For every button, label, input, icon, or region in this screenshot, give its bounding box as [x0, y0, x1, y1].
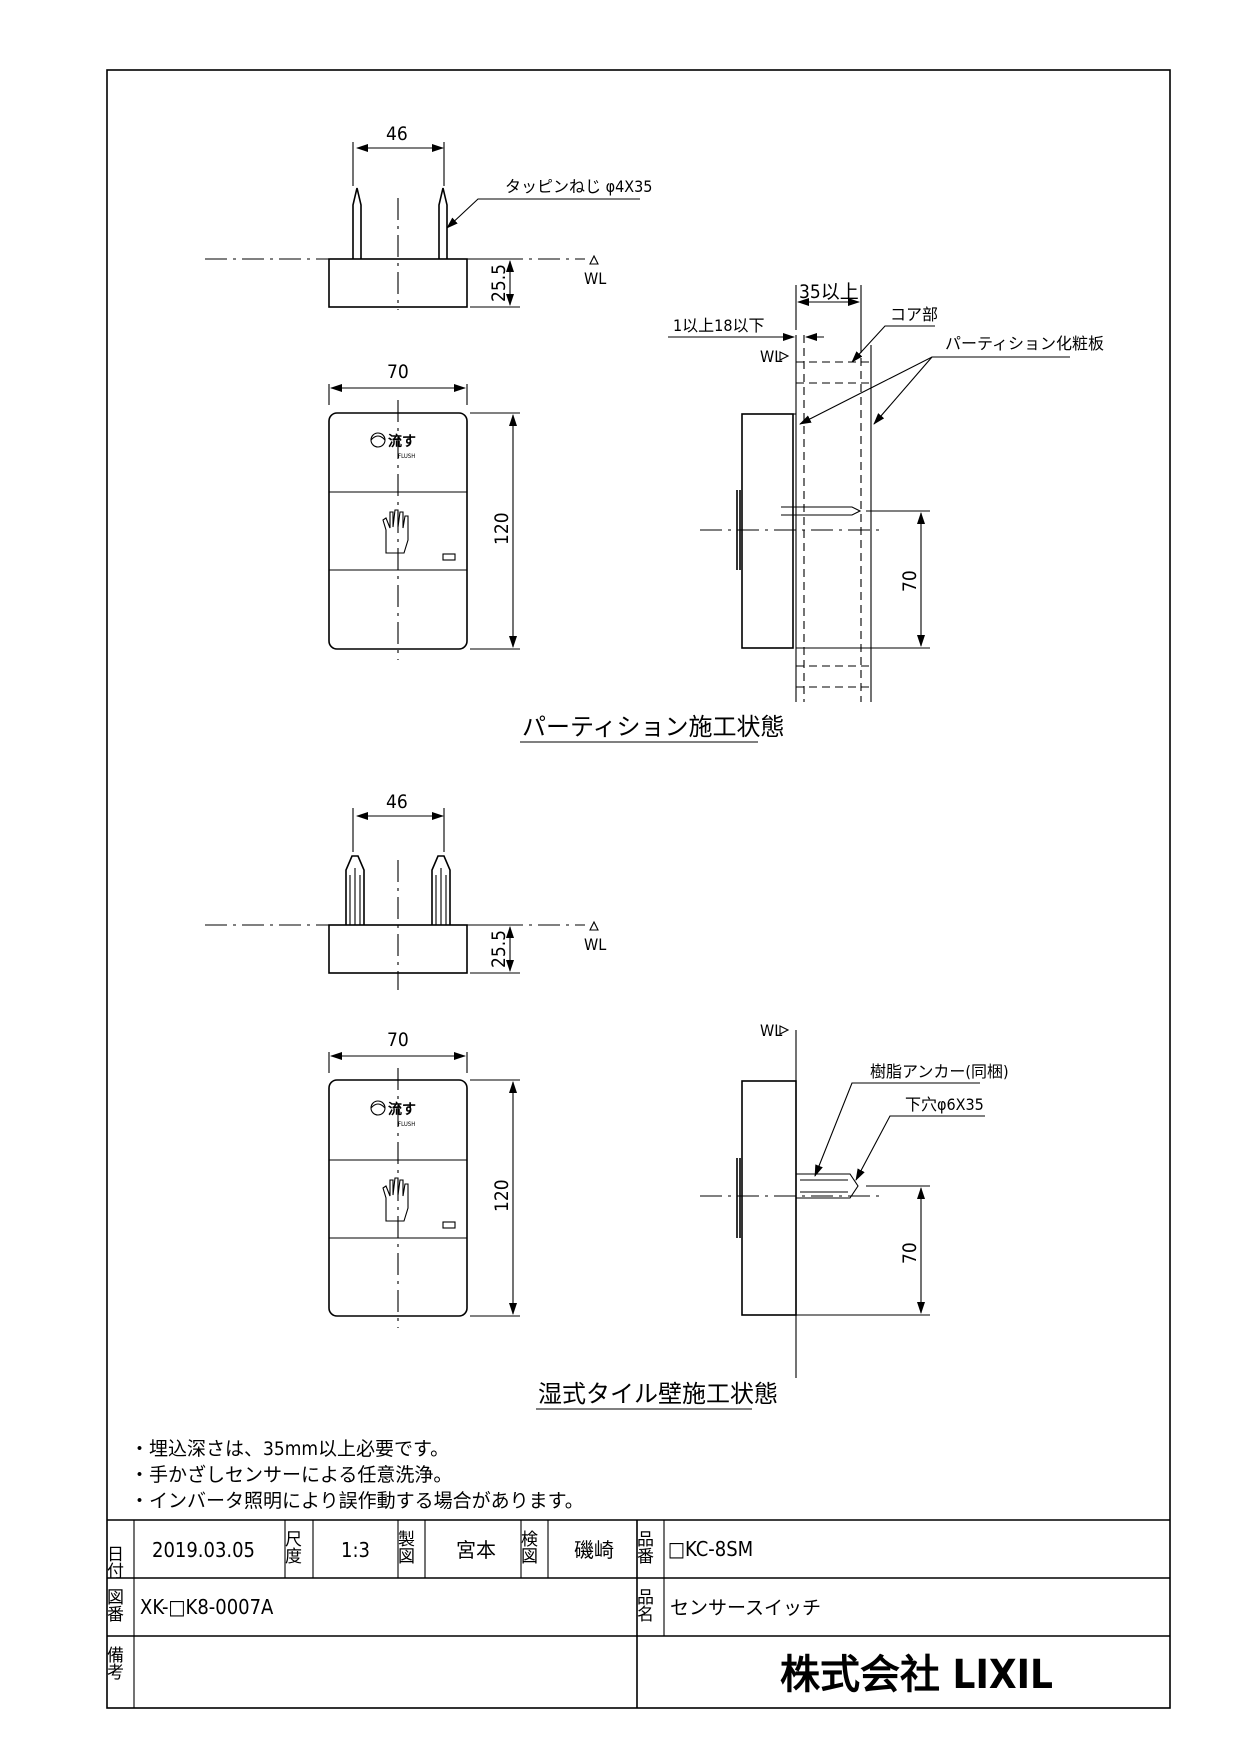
date-value: 2019.03.05 — [152, 1538, 255, 1562]
dim-height-tile: 120 — [491, 1179, 513, 1212]
scale-value: 1:3 — [341, 1538, 370, 1562]
hand-sensor-icon — [382, 509, 409, 554]
dim-screw-spacing-tile: 46 — [386, 791, 408, 813]
dim-screw-spacing-partition: 46 — [386, 123, 408, 145]
dim-width-tile: 70 — [387, 1029, 409, 1051]
dim-width-partition: 70 — [387, 361, 409, 383]
tile-section-view: WL 樹脂アンカー(同梱) 下穴φ6X35 70 — [700, 1021, 1009, 1378]
drawing-frame — [106, 69, 1171, 1709]
drawn-label: 製図 — [394, 1530, 415, 1564]
wl-mark-tile-section: WL — [760, 1021, 782, 1040]
part-name-label: 品名 — [633, 1588, 654, 1622]
flush-sublabel-tile: FLUSH — [398, 1121, 415, 1128]
drawing-no-value: XK-□K8-0007A — [140, 1595, 274, 1619]
flush-label-tile: 流す — [388, 1101, 416, 1118]
dim-center-partition: 70 — [899, 570, 921, 592]
anchor-label: 樹脂アンカー(同梱) — [870, 1062, 1009, 1081]
wl-mark-partition-section: WL — [760, 347, 782, 366]
dim-embed-depth: 35以上 — [799, 281, 859, 303]
part-no-label: 品番 — [633, 1530, 654, 1564]
partition-plan-view: 46 タッピンねじ φ4X35 25.5 WL — [205, 123, 652, 310]
flush-swirl-icon — [370, 432, 386, 448]
part-no-value: □KC-8SM — [668, 1537, 753, 1561]
sensor-window — [442, 553, 456, 561]
note-2: ・手かざしセンサーによる任意洗浄。 — [130, 1463, 452, 1486]
dim-height-partition: 120 — [491, 512, 513, 545]
company-logo: 株式会社 LIXIL — [780, 1652, 1053, 1698]
wl-mark-tile-plan: WL — [584, 935, 606, 954]
wl-mark-partition-plan: WL — [584, 269, 606, 288]
tile-front-view: 70 流す FLUSH 120 — [328, 1029, 520, 1328]
drawn-by: 宮本 — [456, 1538, 496, 1562]
dim-center-tile: 70 — [899, 1242, 921, 1264]
checked-label: 検図 — [517, 1530, 538, 1564]
scale-label: 尺度 — [281, 1530, 302, 1564]
caption-tile: 湿式タイル壁施工状態 — [538, 1380, 778, 1408]
sensor-window-tile — [442, 1221, 456, 1229]
panel-label: パーティション化粧板 — [945, 334, 1104, 353]
caption-partition: パーティション施工状態 — [522, 713, 785, 741]
title-block: 日付 2019.03.05 尺度 1:3 製図 宮本 検図 磯崎 品番 □KC-… — [103, 1519, 1170, 1708]
dim-depth-partition: 25.5 — [488, 264, 510, 302]
tile-plan-view: 46 25.5 WL — [205, 791, 606, 990]
partition-section-view: WL 35以上 1以上18以下 コア部 パーティション化粧板 70 — [668, 281, 1104, 702]
core-label: コア部 — [890, 305, 938, 324]
checked-by: 磯崎 — [574, 1538, 614, 1562]
note-1: ・埋込深さは、35mm以上必要です。 — [130, 1438, 449, 1460]
screw-label: タッピンねじ φ4X35 — [505, 177, 652, 196]
drawing-no-label: 図番 — [103, 1588, 124, 1622]
part-name-value: センサースイッチ — [670, 1597, 821, 1619]
dim-gap: 1以上18以下 — [673, 316, 764, 335]
remarks-label: 備考 — [103, 1646, 124, 1681]
note-3: ・インバータ照明により誤作動する場合があります。 — [130, 1490, 584, 1512]
dim-depth-tile: 25.5 — [488, 930, 510, 968]
hand-sensor-icon-tile — [382, 1177, 409, 1222]
partition-front-view: 70 流す FLUSH 120 — [328, 361, 520, 660]
flush-swirl-icon-tile — [370, 1100, 386, 1116]
flush-label: 流す — [388, 433, 416, 450]
flush-sublabel: FLUSH — [398, 453, 415, 460]
hole-label: 下穴φ6X35 — [905, 1095, 984, 1114]
date-label: 日付 — [103, 1545, 124, 1580]
